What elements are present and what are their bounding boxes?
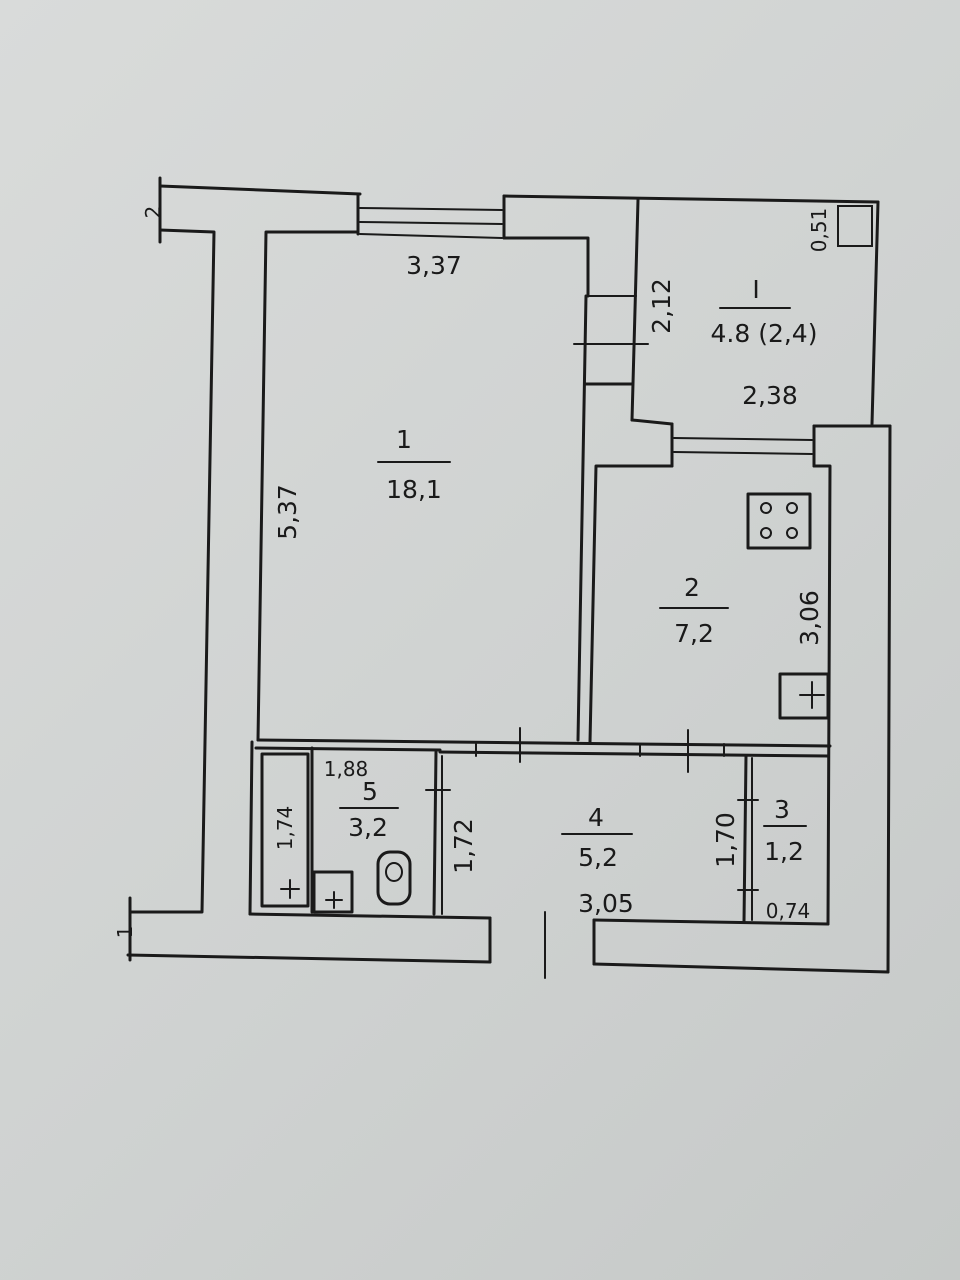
burner-4 (786, 527, 798, 539)
window-kitchen-pane1 (673, 437, 813, 441)
dim-closet-width: 0,74 (766, 899, 811, 923)
burner-3 (760, 527, 772, 539)
right-exterior-wall (886, 424, 892, 974)
dim-room1-length: 5,37 (273, 484, 302, 540)
room1-top-right (502, 236, 590, 298)
room1-area: 18,1 (386, 475, 442, 504)
room2-number: 2 (684, 573, 700, 602)
top-wall (502, 194, 880, 204)
balcony-right-edge (870, 200, 880, 426)
dim-corridor-width-right: 1,70 (711, 812, 740, 868)
partition-wall-top (256, 738, 832, 748)
room1-wall (256, 230, 360, 742)
window-room1-pane2 (359, 221, 503, 225)
kitchen-sink-icon (778, 672, 830, 720)
partition-wall-inner (438, 750, 830, 758)
kitchen-right (812, 464, 832, 926)
room4-number: 4 (588, 803, 604, 832)
kitchen-top (588, 464, 674, 744)
wall-mark-bottom: 1 (113, 926, 137, 939)
room3-number: 3 (774, 795, 790, 824)
room-labels: 1 18,1 2 7,2 3 1,2 4 5,2 5 3,2 I 4.8 (2,… (339, 275, 818, 872)
bottom-exterior-right (592, 962, 890, 974)
bottom-exterior-left (126, 953, 492, 964)
window-room1-pane1 (359, 207, 503, 211)
dim-corridor-length: 3,05 (578, 889, 634, 918)
room5-number: 5 (362, 777, 378, 806)
balcony-niche (837, 205, 873, 247)
left-exterior-wall (158, 184, 362, 196)
wall-mark-top: 2 (141, 206, 165, 219)
balcony-divider (630, 198, 640, 422)
dimensions: 3,37 5,37 2,12 2,38 0,51 3,06 1,88 1,74 … (273, 208, 831, 923)
window-kitchen-pane2 (673, 451, 813, 455)
left-wall-outer (128, 228, 216, 914)
bath-left-wall (248, 740, 254, 916)
toilet-icon (376, 850, 412, 906)
toilet-bowl (385, 862, 403, 882)
break-marks: 2 1 (113, 206, 165, 939)
fixtures (260, 205, 873, 921)
bath-top (254, 746, 442, 752)
dim-room1-width: 3,37 (406, 251, 462, 280)
window-room1-pane3 (359, 233, 503, 239)
bathtub-icon (260, 752, 310, 908)
washbasin-icon (312, 870, 354, 914)
dim-corridor-width-left: 1,72 (449, 818, 478, 874)
dim-balcony-depth: 2,12 (647, 278, 676, 334)
bath-right-wall (432, 750, 438, 916)
dim-balcony-niche: 0,51 (807, 208, 831, 253)
walls (126, 176, 892, 974)
lower-bottom-wall (248, 912, 492, 920)
dim-balcony-width: 2,38 (742, 381, 798, 410)
dim-bath-width: 1,88 (324, 757, 369, 781)
balcony-number: I (752, 275, 759, 304)
lower-bottom-right (592, 918, 830, 926)
dim-bath-length: 1,74 (273, 806, 297, 851)
room4-area: 5,2 (578, 843, 618, 872)
closet-left-wall (742, 754, 748, 924)
burner-1 (760, 502, 772, 514)
windows (356, 192, 816, 468)
room5-area: 3,2 (348, 813, 388, 842)
balcony-area: 4.8 (2,4) (711, 319, 818, 348)
room1-number: 1 (396, 425, 412, 454)
doors (425, 727, 759, 979)
room2-area: 7,2 (674, 619, 714, 648)
balcony-bottom (630, 418, 674, 426)
stove-icon (746, 492, 812, 550)
room3-area: 1,2 (764, 837, 804, 866)
burner-2 (786, 502, 798, 514)
dim-kitchen-length: 3,06 (795, 590, 824, 646)
room1-right-wall (576, 294, 588, 742)
